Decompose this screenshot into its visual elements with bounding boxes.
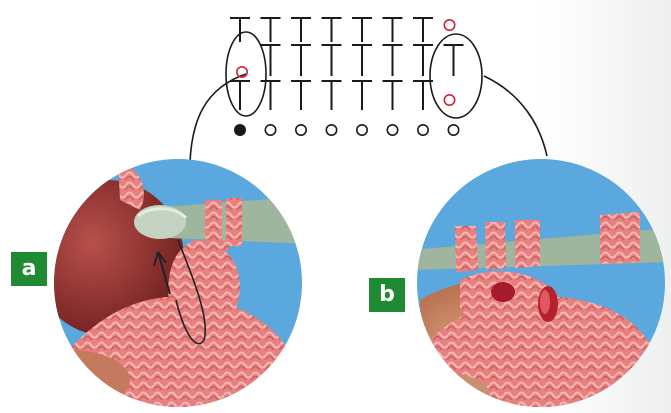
- chain-stitch: [294, 124, 307, 137]
- connector-line-b: [483, 75, 548, 157]
- connector-line-a: [189, 73, 247, 163]
- turning-chain-stitch: [443, 18, 456, 31]
- photo-label-a: a: [11, 252, 47, 286]
- chain-stitch: [416, 124, 429, 137]
- highlight-ellipse-left: [225, 31, 267, 117]
- highlight-ellipse-right: [429, 33, 483, 119]
- chain-stitch: [447, 124, 460, 137]
- photo-label-b: b: [369, 278, 405, 312]
- photo-b: [417, 159, 665, 407]
- photo-a: [54, 159, 302, 407]
- chain-stitch: [325, 124, 338, 137]
- turning-chain-stitch: [443, 94, 456, 107]
- chain-stitch: [386, 124, 399, 137]
- turning-chain-stitch: [236, 66, 249, 79]
- chain-stitch: [264, 124, 277, 137]
- slip-stitch: [234, 124, 246, 136]
- chain-stitch: [355, 124, 368, 137]
- stitch-diagram: [230, 17, 464, 137]
